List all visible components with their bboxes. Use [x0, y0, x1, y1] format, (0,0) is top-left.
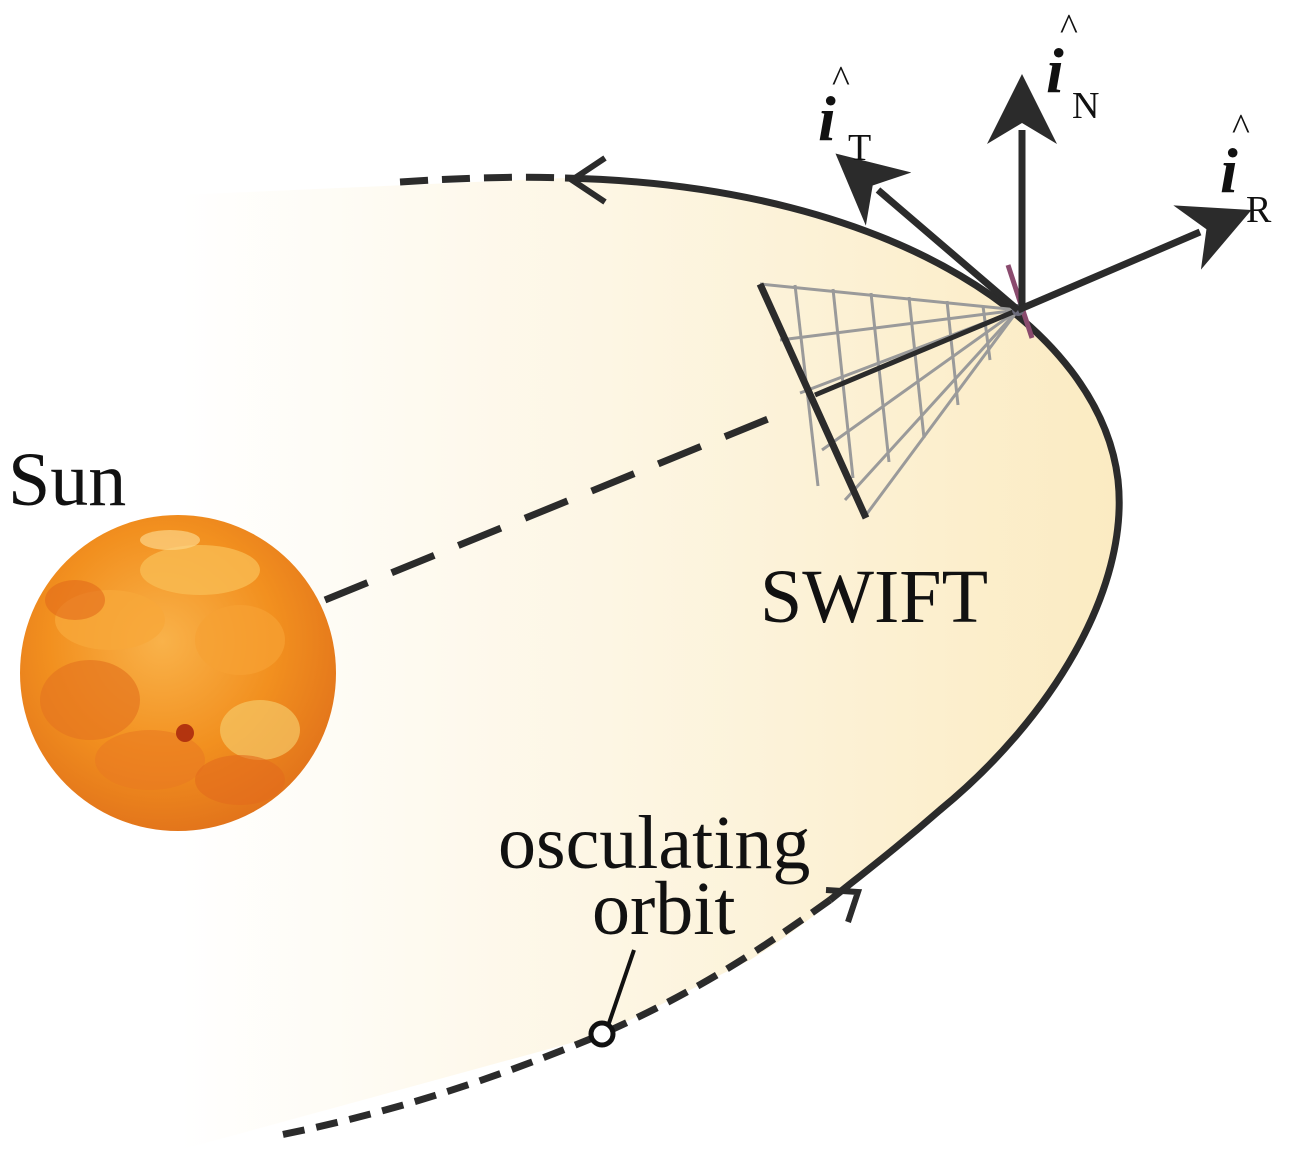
tangential-vector-label: ^ i T — [818, 59, 871, 169]
radial-vector-arrow — [1016, 205, 1252, 314]
trajectory-arc — [564, 174, 1123, 903]
osculating-point — [588, 1020, 616, 1048]
normal-hat: ^ — [1060, 7, 1078, 49]
sun-body — [20, 515, 336, 831]
radial-vector-label: ^ i R — [1220, 107, 1272, 231]
radial-subscript: R — [1246, 189, 1272, 231]
orbit-label-leader — [606, 949, 636, 1027]
orbit-label-line1: osculating — [498, 801, 810, 885]
tangential-symbol: i — [818, 83, 836, 154]
tangential-subscript: T — [848, 127, 871, 169]
orbit-direction-chevron-bottom — [825, 887, 863, 923]
normal-subscript: N — [1072, 85, 1099, 127]
orbit-label-line2: orbit — [592, 867, 736, 951]
sun-label: Sun — [8, 438, 126, 522]
tangential-hat: ^ — [832, 59, 850, 101]
sail-axis — [814, 307, 1019, 398]
sun-line — [323, 406, 792, 604]
sail-edge — [756, 282, 870, 520]
normal-symbol: i — [1046, 35, 1064, 106]
radial-symbol: i — [1220, 135, 1238, 206]
osculating-orbit-lower — [279, 897, 833, 1139]
osculating-orbit-upper — [399, 173, 566, 186]
radial-hat: ^ — [1232, 107, 1250, 149]
tangential-vector-arrow — [835, 153, 1021, 313]
spacecraft-label: SWIFT — [760, 555, 988, 639]
normal-vector-label: ^ i N — [1046, 7, 1099, 127]
orbit-direction-chevron-top — [566, 155, 607, 205]
